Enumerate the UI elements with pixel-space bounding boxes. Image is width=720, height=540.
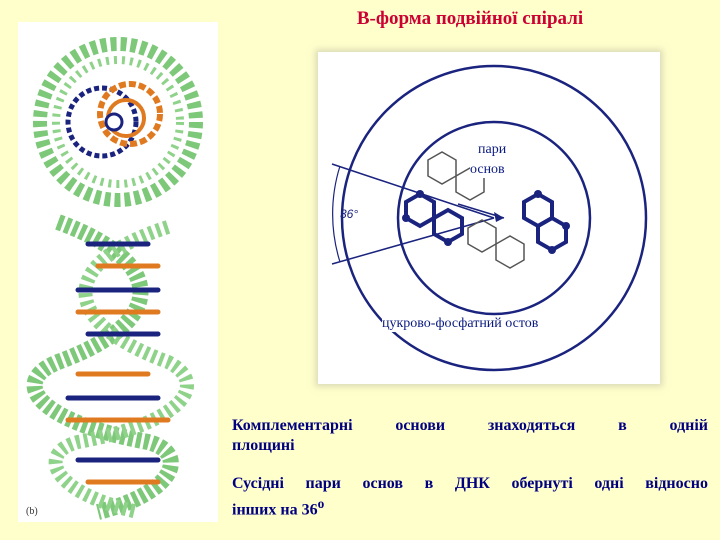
- p2-word: в: [424, 475, 434, 492]
- p2-word: одні: [594, 475, 624, 492]
- p1-line2: площині: [232, 437, 295, 454]
- p2-word: Сусідні: [232, 475, 284, 492]
- label-base-pairs-line1: пари: [478, 142, 507, 158]
- p2-word: основ: [362, 475, 404, 492]
- dna-model-panel: (b): [18, 22, 218, 522]
- p1-word: Комплементарні: [232, 417, 353, 434]
- inner-circle: [396, 120, 592, 316]
- p2-word: пари: [305, 475, 341, 492]
- degree-sup: о: [317, 496, 325, 511]
- angle-arc: [332, 165, 341, 263]
- helix-schematic-drawing: 36°: [331, 64, 648, 372]
- p1-word: в: [618, 417, 627, 434]
- label-backbone: цукрово-фосфатний остов: [382, 316, 539, 332]
- paragraph-rotation: Сусідні пари основ в ДНК обернуті одні в…: [232, 474, 708, 520]
- angle-line-2: [331, 217, 495, 265]
- angle-line-1: [331, 163, 495, 219]
- p1-word: одній: [669, 417, 708, 434]
- outer-circle: [340, 64, 648, 372]
- angle-label: 36°: [340, 207, 358, 221]
- dna-top-view: [33, 37, 203, 207]
- dna-side-view: [26, 214, 194, 520]
- helix-schematic: 36° пари основ цукрово-фосфатний остов: [318, 52, 660, 384]
- paragraph-complementary-bases: Комплементарні основи знаходяться в одні…: [232, 416, 708, 456]
- p2-line2: інших на 36: [232, 501, 318, 519]
- dna-model-illustration: [26, 37, 203, 520]
- figure-caption: (b): [26, 506, 38, 517]
- label-base-pairs-line2: основ: [470, 162, 505, 178]
- p2-word: обернуті: [511, 475, 573, 492]
- slide-title: В-форма подвійної спіралі: [356, 8, 584, 29]
- p2-word: ДНК: [454, 475, 490, 492]
- p1-word: знаходяться: [487, 417, 576, 434]
- p1-word: основи: [395, 417, 446, 434]
- p2-word: відносно: [645, 475, 708, 492]
